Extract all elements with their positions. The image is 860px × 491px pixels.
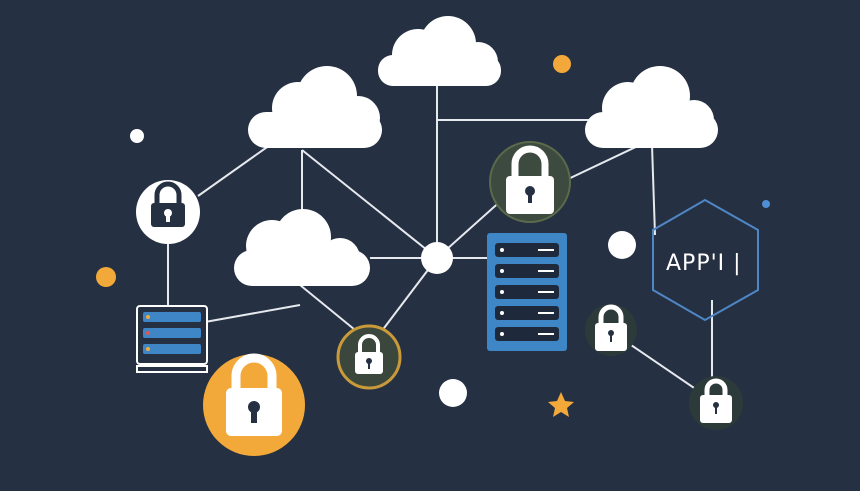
decorative-dot <box>553 55 571 73</box>
padlock-icon <box>336 324 402 390</box>
decorative-dot <box>608 231 636 259</box>
api-label: APP'I | <box>666 251 742 276</box>
connection-lines <box>167 80 713 395</box>
server-rack-icon <box>487 233 567 351</box>
decorative-dot <box>96 267 116 287</box>
padlock-icon <box>585 304 637 356</box>
cloud-icon <box>585 66 718 148</box>
padlock-icon <box>203 353 305 456</box>
star-icon <box>548 392 574 417</box>
network-hub-icon <box>421 242 453 274</box>
decorative-dot <box>439 379 467 407</box>
decorative-dot <box>762 200 770 208</box>
server-rack-icon <box>136 305 208 373</box>
cloud-icon <box>378 16 501 86</box>
padlock-icon <box>489 141 571 223</box>
hexagon-icon <box>652 198 759 322</box>
padlock-icon <box>136 180 200 244</box>
padlock-icon <box>689 376 743 430</box>
cloud-icon <box>248 66 382 148</box>
decorative-dot <box>130 129 144 143</box>
cloud-icon <box>234 209 370 286</box>
